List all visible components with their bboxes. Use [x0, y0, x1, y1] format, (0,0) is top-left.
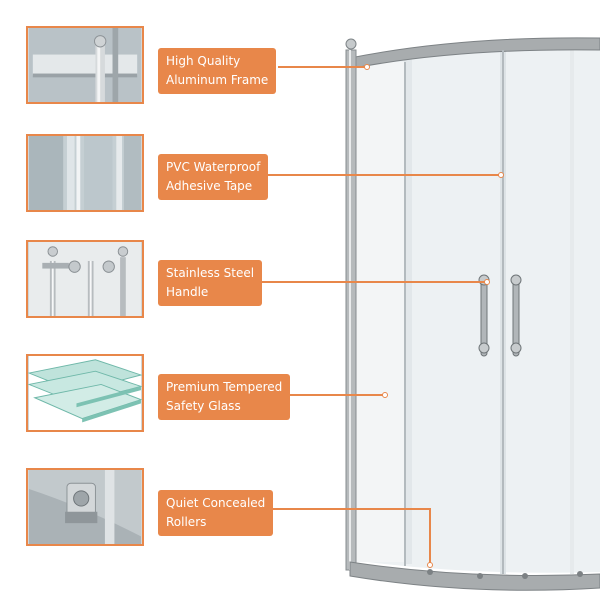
adhesive-tape-photo-icon [29, 136, 141, 210]
feature-label-rollers: Quiet Concealed Rollers [158, 490, 274, 536]
feature-label-line1: Quiet Concealed [166, 496, 266, 510]
feature-label-line2: Rollers [166, 515, 207, 529]
aluminum-frame-thumbnail [26, 26, 144, 104]
tempered-glass-thumbnail [26, 354, 144, 432]
leader-line-rollers [268, 508, 430, 510]
feature-label-line1: PVC Waterproof [166, 160, 261, 174]
roller-thumbnail [26, 468, 144, 546]
feature-label-handle: Stainless Steel Handle [158, 260, 263, 306]
shower-enclosure-illustration [345, 37, 600, 591]
leader-dot-handle [484, 279, 490, 285]
feature-label-tape: PVC Waterproof Adhesive Tape [158, 154, 269, 200]
leader-dot-frame [364, 64, 370, 70]
feature-label-line1: Stainless Steel [166, 266, 255, 280]
aluminum-frame-photo-icon [29, 28, 141, 102]
feature-label-line1: Premium Tempered [166, 380, 283, 394]
tempered-glass-photo-icon [28, 356, 142, 430]
feature-label-frame: High Quality Aluminum Frame [158, 48, 277, 94]
steel-handle-thumbnail [26, 240, 144, 318]
roller-photo-icon [29, 470, 141, 544]
feature-label-glass: Premium Tempered Safety Glass [158, 374, 291, 420]
leader-line-frame [278, 66, 366, 68]
leader-line-rollers-drop [429, 508, 431, 564]
leader-dot-glass [382, 392, 388, 398]
feature-label-line2: Handle [166, 285, 209, 299]
feature-label-line2: Safety Glass [166, 399, 241, 413]
adhesive-tape-thumbnail [26, 134, 144, 212]
feature-label-line1: High Quality [166, 54, 241, 68]
leader-line-handle [258, 281, 486, 283]
feature-label-line2: Aluminum Frame [166, 73, 269, 87]
leader-dot-tape [498, 172, 504, 178]
leader-line-glass [288, 394, 384, 396]
feature-label-line2: Adhesive Tape [166, 179, 253, 193]
leader-dot-rollers [427, 562, 433, 568]
leader-line-tape [268, 174, 500, 176]
steel-handle-photo-icon [29, 242, 141, 316]
